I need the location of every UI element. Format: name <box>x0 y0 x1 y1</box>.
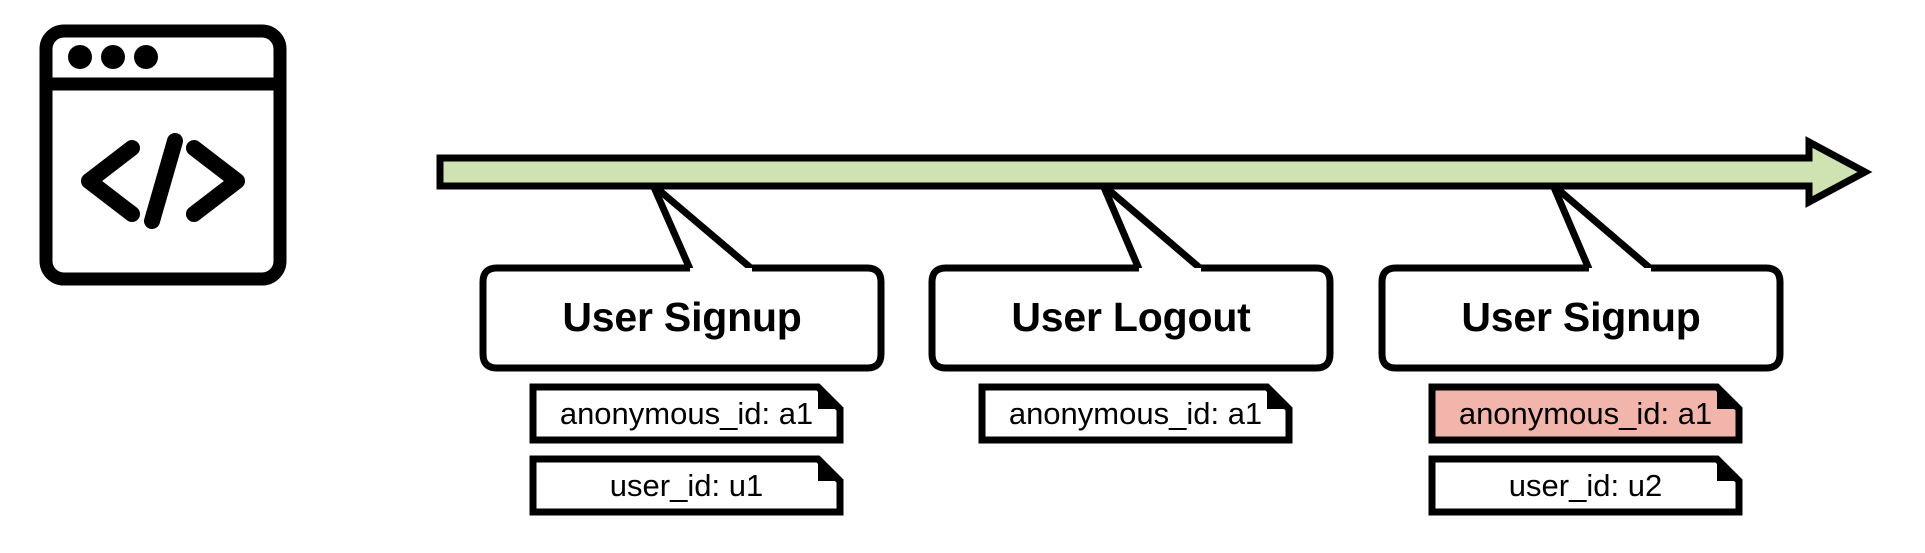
event-connector-left-leg <box>649 183 694 271</box>
event-box-fill <box>932 268 1330 368</box>
note-folded-corner-icon <box>818 459 840 481</box>
event-box-fill <box>1382 268 1780 368</box>
event-title: User Signup <box>1461 294 1701 340</box>
note-folded-corner-icon <box>1717 459 1739 481</box>
event-note <box>529 455 844 516</box>
code-window-dot-1 <box>68 45 92 69</box>
event-note <box>529 383 844 444</box>
event-box-outline <box>479 264 885 372</box>
event-note-text: anonymous_id: a1 <box>559 395 814 431</box>
event-box-outline <box>1378 264 1784 372</box>
note-folded-corner-icon <box>1267 387 1289 409</box>
event-note-text: user_id: u2 <box>1508 467 1663 503</box>
event-note-text: anonymous_id: a1 <box>1008 395 1263 431</box>
event-connectors <box>649 182 1654 272</box>
event-note <box>978 383 1293 444</box>
event-note <box>1428 455 1743 516</box>
event-connector-left-leg <box>1099 183 1143 271</box>
code-window-icon <box>39 24 287 286</box>
code-left-angle-icon <box>81 140 140 222</box>
event-connector-left-leg <box>1549 183 1593 271</box>
event-note-text: user_id: u1 <box>609 467 764 503</box>
note-folded-corner-icon <box>1717 387 1739 409</box>
event-connector-right-leg <box>1100 182 1204 272</box>
event-note-highlighted <box>1428 383 1743 444</box>
event-boxes <box>479 264 1784 372</box>
timeline-arrow <box>436 136 1873 208</box>
code-window-dot-2 <box>101 45 125 69</box>
timeline-arrow-shape <box>436 136 1873 208</box>
event-connector-right-leg <box>650 182 755 272</box>
code-right-angle-icon <box>186 140 245 222</box>
event-box-fill <box>483 268 881 368</box>
code-slash-icon <box>144 133 183 229</box>
event-title: User Logout <box>1011 294 1251 340</box>
event-note-text: anonymous_id: a1 <box>1458 395 1713 431</box>
event-connector-right-leg <box>1550 182 1654 272</box>
code-window-dot-3 <box>134 45 158 69</box>
event-notes <box>529 383 1743 516</box>
event-box-outline <box>928 264 1334 372</box>
note-folded-corner-icon <box>818 387 840 409</box>
event-title: User Signup <box>562 294 802 340</box>
